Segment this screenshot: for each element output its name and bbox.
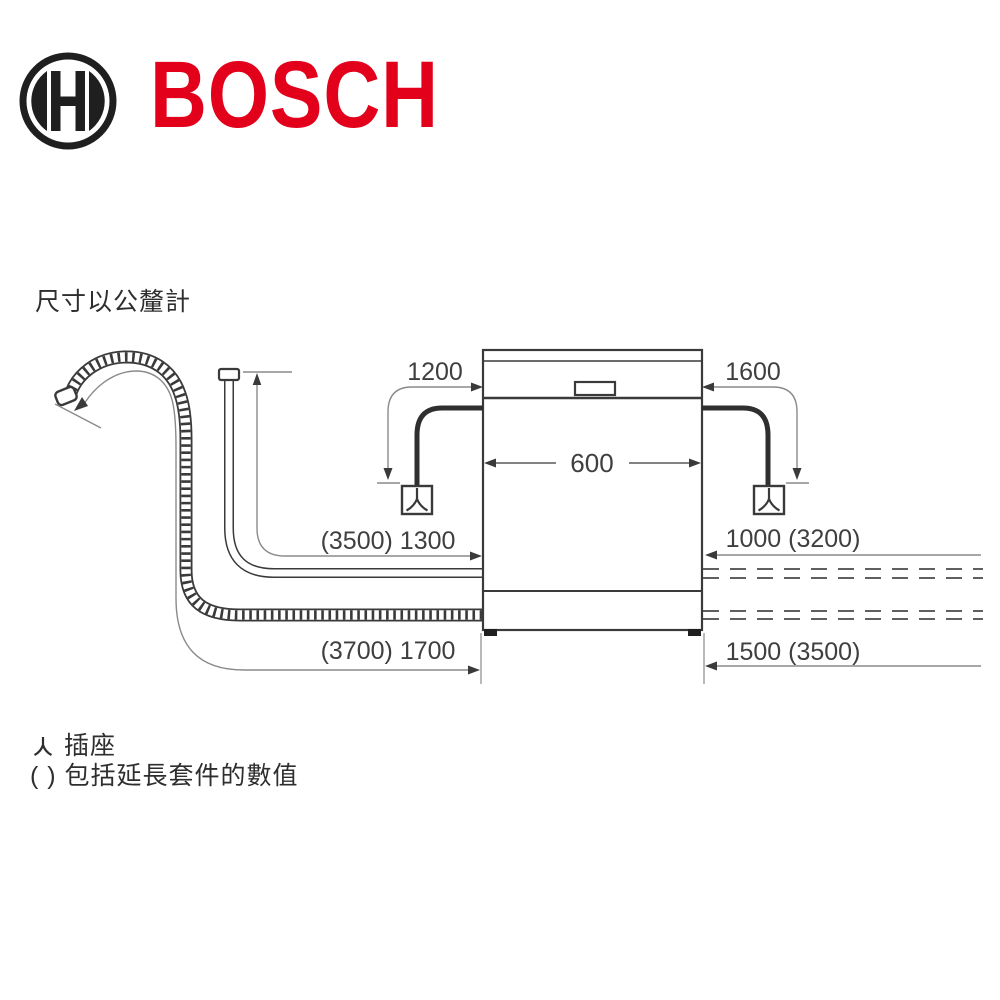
arrowhead — [383, 468, 393, 480]
power-cord-right — [702, 405, 771, 486]
dimension-label-supply-left: (3500) 1300 — [320, 527, 456, 555]
arrowhead — [74, 397, 88, 411]
foot — [688, 629, 701, 636]
drain-length-dimension-line — [54, 370, 470, 671]
legend-parentheses-note: ( ) 包括延長套件的數值 — [30, 762, 299, 790]
arrowhead — [468, 665, 480, 675]
arrowhead — [471, 382, 483, 392]
brand-wordmark: BOSCH — [150, 42, 439, 148]
arrowhead — [792, 468, 802, 480]
arrowhead — [705, 550, 717, 560]
supply-length-dimension-line — [243, 371, 472, 557]
dimension-label-cord-right: 1600 — [725, 358, 781, 386]
socket-icon — [752, 484, 786, 516]
cord-right-dimension-line — [706, 386, 798, 468]
control-panel-handle — [573, 380, 617, 397]
bosch-armature-icon — [18, 51, 118, 151]
cord-left-dimension-line — [387, 386, 479, 468]
water-supply-hose — [217, 367, 483, 578]
power-cord-left — [414, 405, 483, 486]
legend-socket-label: 插座 — [64, 732, 117, 760]
dimension-label-width: 600 — [570, 448, 614, 478]
foot — [484, 629, 497, 636]
dimension-label-cord-left: 1200 — [407, 358, 463, 386]
units-note: 尺寸以公釐計 — [35, 288, 192, 316]
extension-hoses-dashed — [703, 568, 983, 620]
arrowhead — [705, 661, 717, 671]
socket-icon — [400, 484, 434, 516]
arrowhead — [252, 373, 262, 385]
dimension-label-drain-left: (3700) 1700 — [320, 637, 456, 665]
socket-icon — [32, 734, 56, 758]
dishwasher — [481, 348, 704, 636]
arrowhead — [470, 551, 482, 561]
arrowhead — [702, 382, 714, 392]
arrowhead — [689, 458, 701, 468]
drain-hose — [54, 350, 483, 622]
arrowhead — [484, 458, 496, 468]
dimension-label-drain-right: 1500 (3500) — [725, 638, 861, 666]
dimension-label-supply-right: 1000 (3200) — [725, 525, 861, 553]
